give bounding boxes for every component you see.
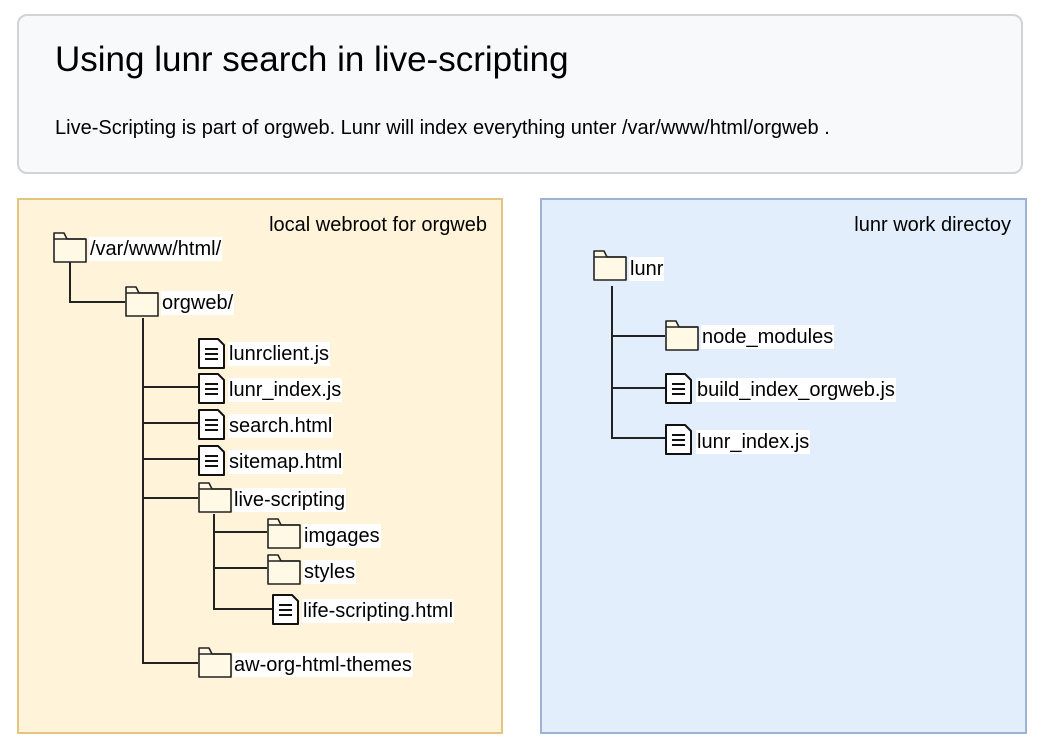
folder-icon — [665, 320, 699, 351]
file-icon — [665, 373, 692, 404]
header-box: Using lunr search in live-scripting Live… — [17, 14, 1023, 174]
tree-item-live-scripting: live-scripting — [233, 488, 347, 512]
folder-icon — [198, 647, 232, 678]
folder-icon — [267, 554, 301, 585]
tree-item-lunrclient: lunrclient.js — [228, 342, 331, 366]
folder-icon — [125, 286, 159, 317]
tree-item-node-modules: node_modules — [701, 325, 835, 349]
right-panel-lunr-workdir: lunr work directoy — [540, 198, 1027, 734]
page-title: Using lunr search in live-scripting — [55, 40, 569, 79]
tree-item-imgages: imgages — [303, 524, 381, 548]
file-icon — [665, 424, 692, 455]
page-description: Live-Scripting is part of orgweb. Lunr w… — [55, 117, 830, 139]
right-panel-label: lunr work directoy — [854, 214, 1011, 236]
tree-item-life-scripting: life-scripting.html — [302, 599, 455, 623]
left-panel-webroot: local webroot for orgweb — [17, 198, 503, 734]
folder-icon — [198, 482, 232, 513]
folder-icon — [53, 232, 87, 263]
tree-item-sitemap: sitemap.html — [228, 450, 344, 474]
left-panel-label: local webroot for orgweb — [269, 214, 487, 236]
tree-item-lunr-index-work: lunr_index.js — [696, 430, 811, 454]
file-icon — [198, 338, 225, 369]
file-icon — [198, 445, 225, 476]
tree-item-styles: styles — [303, 560, 357, 584]
tree-item-lunr: lunr — [629, 257, 665, 281]
tree-item-var-www-html: /var/www/html/ — [89, 237, 223, 261]
file-icon — [198, 373, 225, 404]
right-tree-connectors — [611, 286, 665, 439]
folder-icon — [267, 518, 301, 549]
tree-item-orgweb: orgweb/ — [161, 291, 235, 315]
file-icon — [272, 594, 299, 625]
left-tree-connectors — [69, 262, 272, 664]
tree-item-build-index: build_index_orgweb.js — [696, 378, 896, 402]
tree-item-lunr-index: lunr_index.js — [228, 378, 343, 402]
folder-icon — [593, 250, 627, 281]
file-icon — [198, 409, 225, 440]
tree-item-search: search.html — [228, 414, 334, 438]
tree-item-aw-org-html-themes: aw-org-html-themes — [233, 653, 413, 677]
